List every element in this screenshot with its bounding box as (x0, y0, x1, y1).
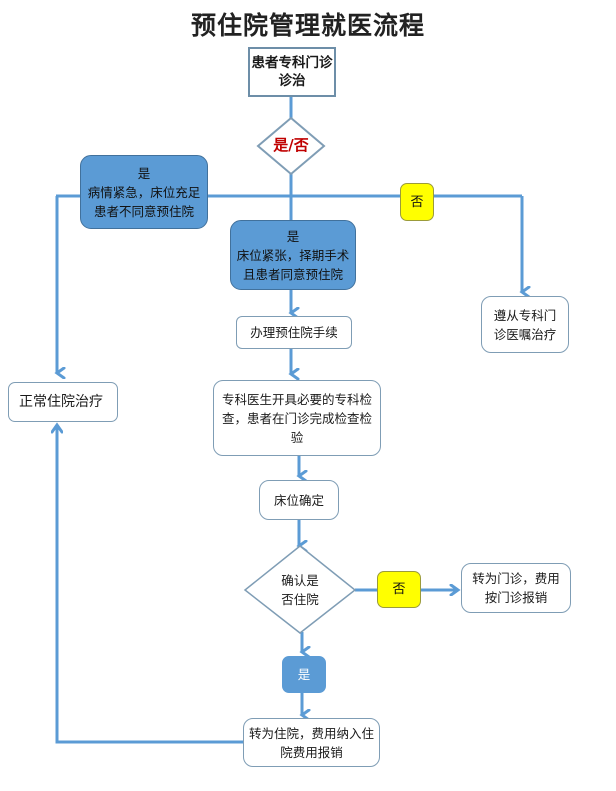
to-inpatient-node: 转为住院，费用纳入住 院费用报销 (243, 718, 380, 767)
yes-emergency-line-3: 患者不同意预住院 (93, 203, 194, 219)
pre-admission-node: 办理预住院手续 (236, 316, 352, 349)
exams-node: 专科医生开具必要的专科检 查，患者在门诊完成检查检 验 (213, 380, 381, 456)
yes-scheduled-node: 是 床位紧张，择期手术 且患者同意预住院 (230, 220, 356, 290)
no-badge-2: 否 (377, 571, 421, 608)
exams-line-3: 验 (290, 429, 304, 445)
yes-scheduled-line-3: 且患者同意预住院 (242, 266, 343, 282)
no-badge-1: 否 (400, 183, 434, 221)
decision2-line-2: 否住院 (281, 592, 319, 607)
decision1-label: 是/否 (273, 136, 309, 154)
yes-badge: 是 (282, 656, 326, 693)
to-inpatient-line-1: 转为住院，费用纳入住 (248, 725, 374, 741)
start-node-line-2: 诊治 (278, 73, 306, 89)
decision2-label: 确认是 否住院 (265, 571, 335, 609)
exams-line-2: 查，患者在门诊完成检查检 (221, 410, 372, 426)
to-inpatient-line-2: 院费用报销 (280, 744, 343, 760)
decision1-diamond (256, 116, 326, 176)
to-outpatient-line-1: 转为门诊，费用 (472, 571, 560, 586)
flowchart-title: 预住院管理就医流程 (190, 11, 425, 40)
follow-advice-node: 遵从专科门 诊医嘱治疗 (481, 296, 569, 353)
yes-emergency-node: 是 病情紧急，床位充足 患者不同意预住院 (80, 155, 208, 229)
to-outpatient-line-2: 按门诊报销 (484, 590, 548, 605)
yes-scheduled-line-1: 是 (286, 228, 300, 244)
normal-inpatient-node: 正常住院治疗 (8, 382, 118, 422)
yes-scheduled-line-2: 床位紧张，择期手术 (236, 247, 350, 263)
to-outpatient-node: 转为门诊，费用 按门诊报销 (461, 563, 571, 613)
decision2-line-1: 确认是 (281, 573, 319, 588)
yes-emergency-line-2: 病情紧急，床位充足 (87, 184, 201, 200)
connector-loop-back (57, 425, 243, 744)
decision2-diamond (243, 545, 357, 634)
follow-advice-line-2: 诊医嘱治疗 (493, 326, 557, 342)
start-node-line-1: 患者专科门诊 (251, 55, 333, 71)
exams-line-1: 专科医生开具必要的专科检 (221, 391, 372, 407)
yes-emergency-line-1: 是 (137, 165, 151, 181)
follow-advice-line-1: 遵从专科门 (493, 307, 557, 323)
bed-confirm-node: 床位确定 (259, 480, 339, 520)
start-node: 患者专科门诊 诊治 (248, 47, 336, 97)
